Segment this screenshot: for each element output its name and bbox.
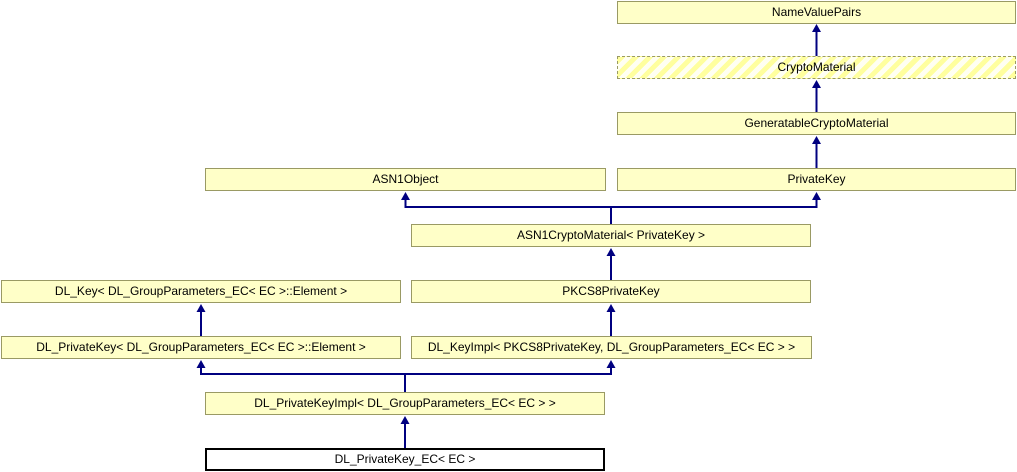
class-box-dl-privatekeyimpl[interactable]: DL_PrivateKeyImpl< DL_GroupParameters_EC… xyxy=(205,392,605,415)
class-box-dl-key[interactable]: DL_Key< DL_GroupParameters_EC< EC >::Ele… xyxy=(1,280,401,303)
class-box-pkcs8privatekey[interactable]: PKCS8PrivateKey xyxy=(411,280,811,303)
class-box-generatablecryptomaterial[interactable]: GeneratableCryptoMaterial xyxy=(617,112,1016,135)
class-box-dl-privatekey[interactable]: DL_PrivateKey< DL_GroupParameters_EC< EC… xyxy=(1,336,401,359)
class-box-asn1object[interactable]: ASN1Object xyxy=(205,168,606,191)
class-box-dl-keyimpl[interactable]: DL_KeyImpl< PKCS8PrivateKey, DL_GroupPar… xyxy=(411,336,812,359)
class-box-namevaluepairs[interactable]: NameValuePairs xyxy=(617,1,1016,24)
class-box-asn1cryptomaterial[interactable]: ASN1CryptoMaterial< PrivateKey > xyxy=(411,224,811,247)
class-box-cryptomaterial: CryptoMaterial xyxy=(617,56,1016,79)
class-box-privatekey[interactable]: PrivateKey xyxy=(617,168,1016,191)
class-box-dl-privatekey-ec-current: DL_PrivateKey_EC< EC > xyxy=(205,448,605,471)
